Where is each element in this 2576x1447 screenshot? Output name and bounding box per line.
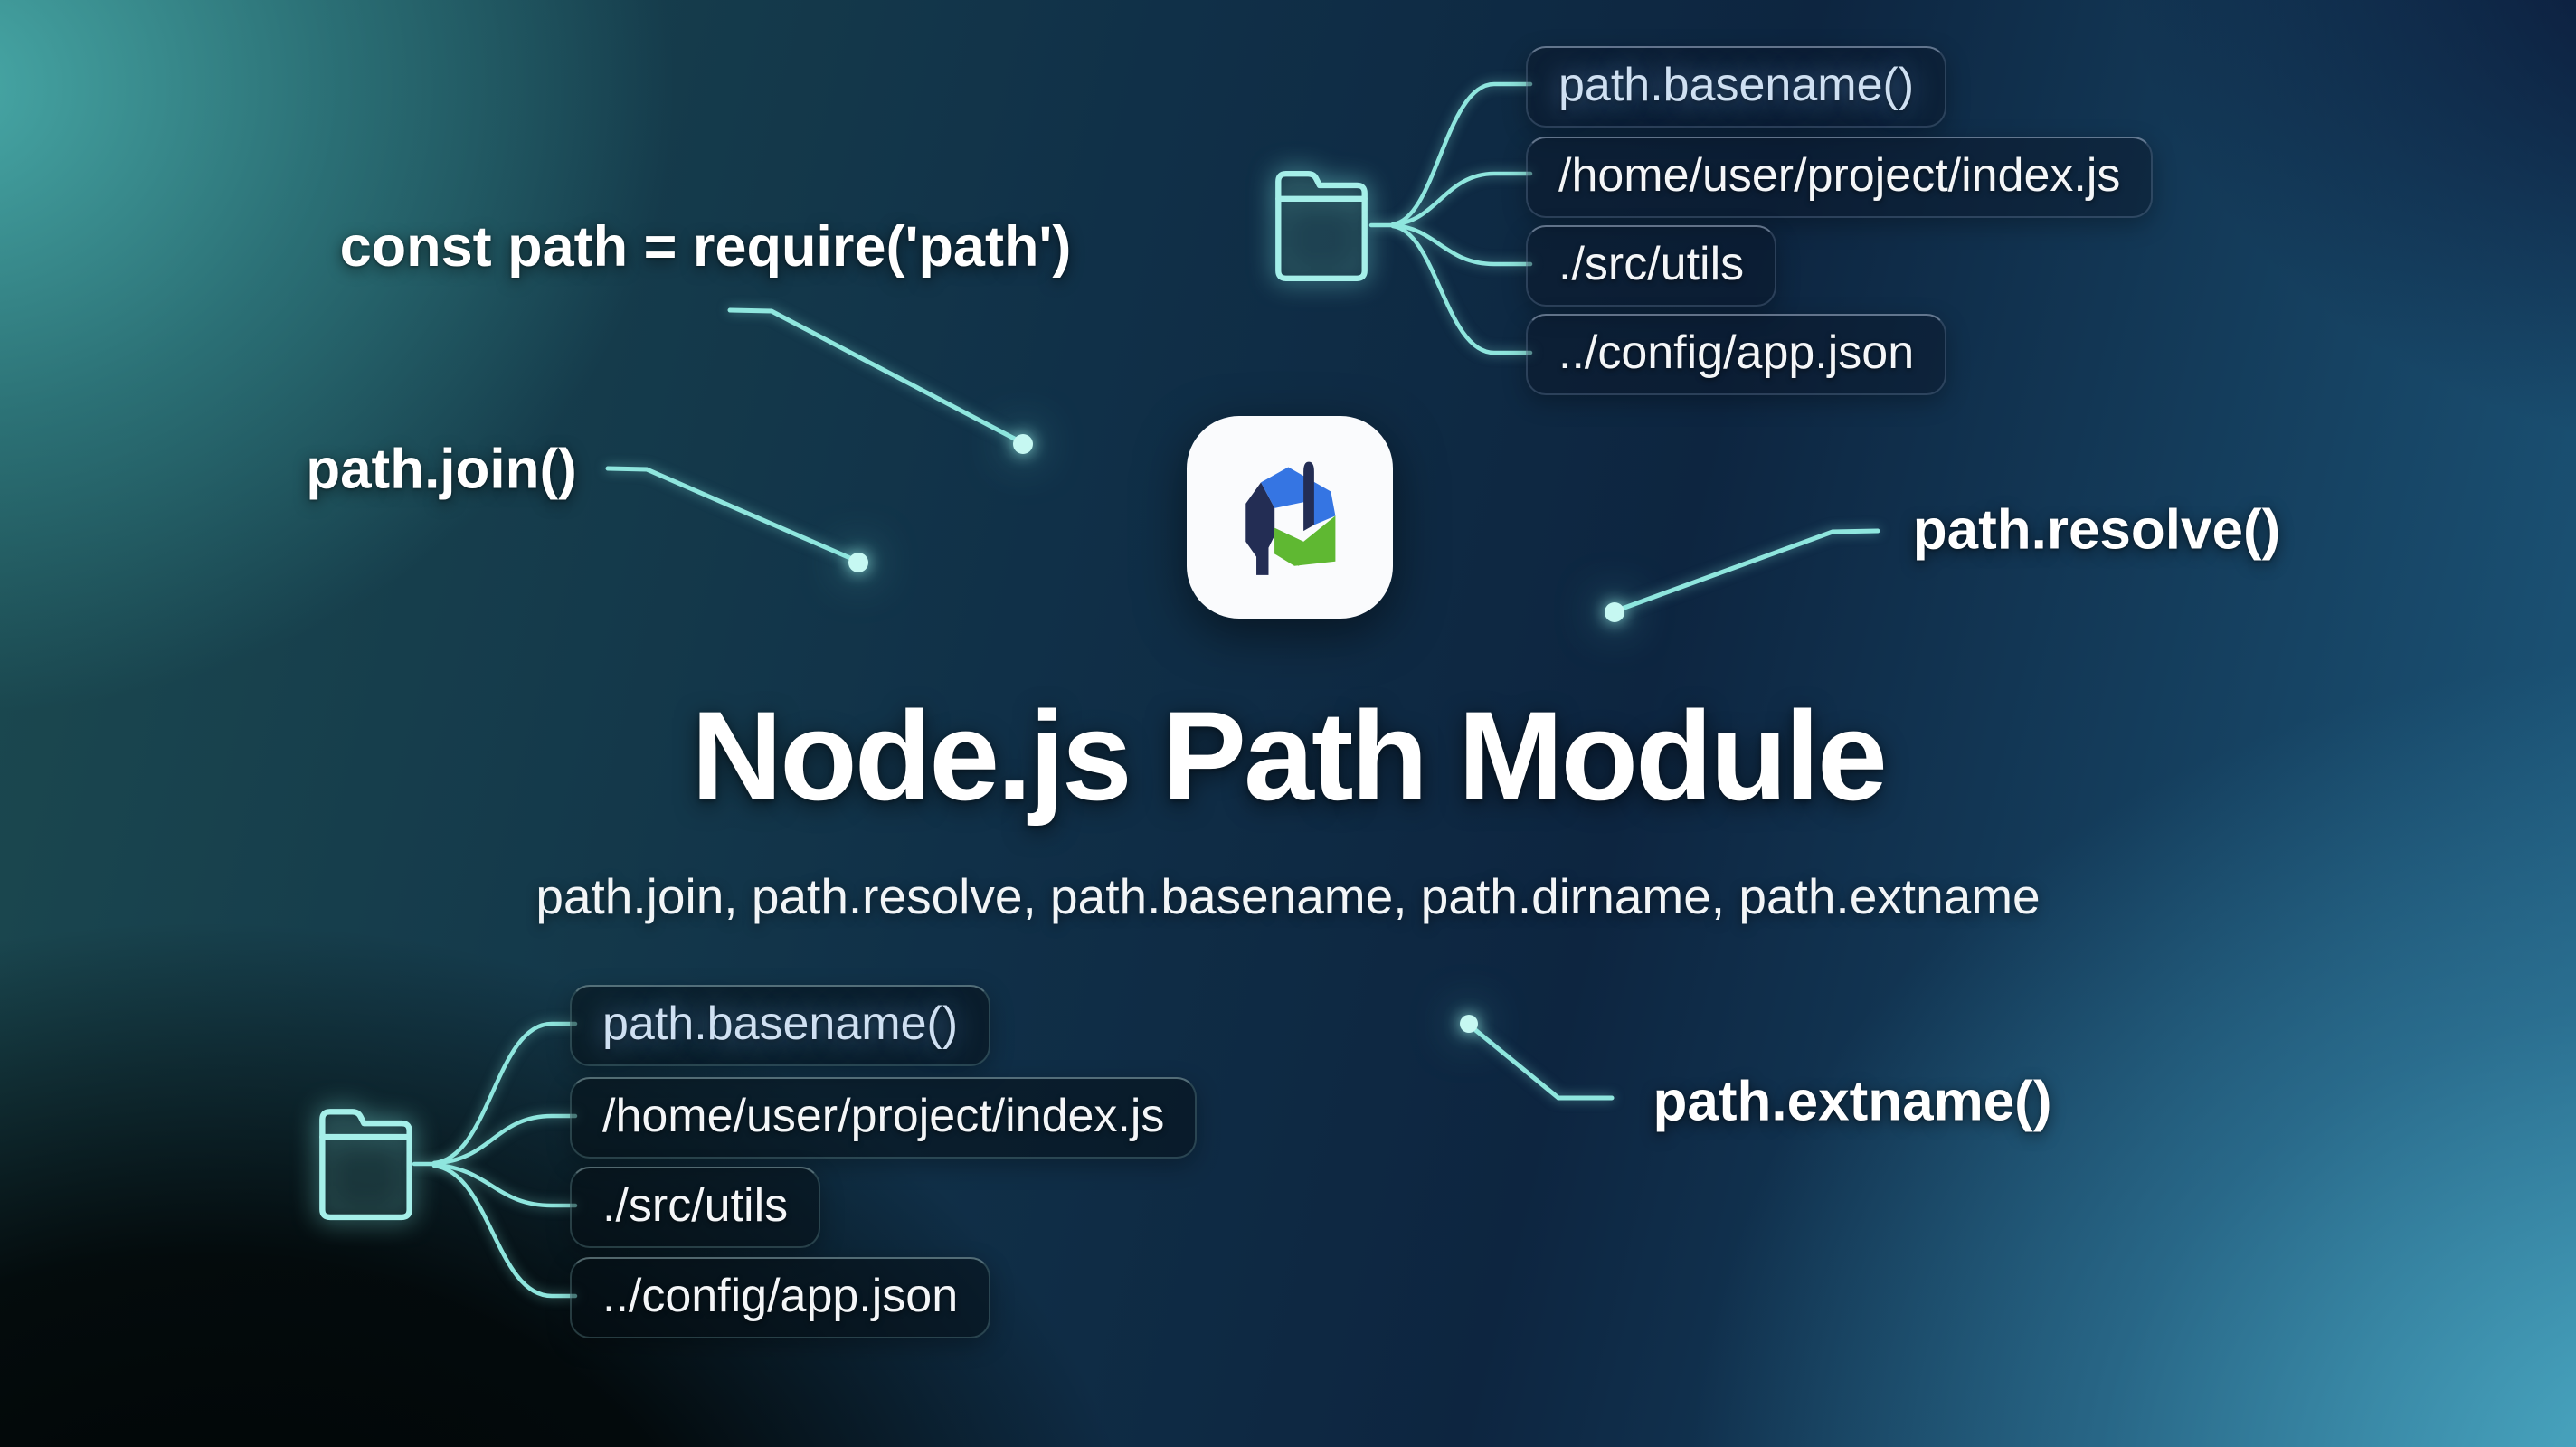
extname-connector-line xyxy=(1466,1022,1615,1101)
endpoint-dots xyxy=(848,434,1624,1033)
endpoint-dot xyxy=(848,553,868,572)
join-connector-line xyxy=(605,466,861,564)
logo-blue-segment xyxy=(1261,467,1336,525)
path-extname-label: path.extname() xyxy=(1653,1070,2052,1133)
resolve-connector-line xyxy=(1612,528,1880,614)
endpoint-dot xyxy=(1460,1015,1478,1033)
bottom-left-branch-lines xyxy=(412,1021,578,1299)
logo-stem-bar xyxy=(1303,461,1314,532)
logo-green-segment xyxy=(1274,515,1336,566)
list-item: ./src/utils xyxy=(1526,225,1777,307)
list-item: path.basename() xyxy=(1526,46,1947,128)
endpoint-dot xyxy=(1013,434,1033,454)
top-right-branch-lines xyxy=(1368,81,1533,355)
path-module-logo xyxy=(1187,416,1393,619)
endpoint-dot xyxy=(1605,602,1624,622)
branch-line xyxy=(1390,223,1533,355)
branch-line xyxy=(431,1163,578,1299)
folder-outline xyxy=(1275,171,1368,281)
label-connectors xyxy=(605,307,1880,1101)
path-join-label: path.join() xyxy=(306,438,577,501)
branch-line xyxy=(431,1113,578,1166)
path-module-logo-icon xyxy=(1245,461,1336,575)
branch-line xyxy=(1390,222,1533,267)
path-resolve-label: path.resolve() xyxy=(1912,498,2281,562)
branch-line xyxy=(1390,81,1533,227)
list-item: /home/user/project/index.js xyxy=(1526,137,2154,218)
list-item: ../config/app.json xyxy=(1526,314,1947,395)
folder-icon xyxy=(1275,171,1368,281)
folder-icon xyxy=(319,1109,412,1221)
list-item: ./src/utils xyxy=(570,1167,821,1248)
page-title: Node.js Path Module xyxy=(691,685,1888,827)
require-label: const path = require('path') xyxy=(339,215,1072,279)
branch-line xyxy=(431,1021,578,1166)
branch-line xyxy=(431,1162,578,1208)
folder-outline xyxy=(319,1109,412,1221)
list-item: ../config/app.json xyxy=(570,1257,991,1338)
require-connector-line xyxy=(727,307,1026,446)
list-item: path.basename() xyxy=(570,985,991,1066)
list-item: /home/user/project/index.js xyxy=(570,1077,1198,1159)
page-subtitle: path.join, path.resolve, path.basename, … xyxy=(535,868,2041,924)
branch-line xyxy=(1390,171,1533,227)
logo-navy-segment xyxy=(1245,482,1275,575)
